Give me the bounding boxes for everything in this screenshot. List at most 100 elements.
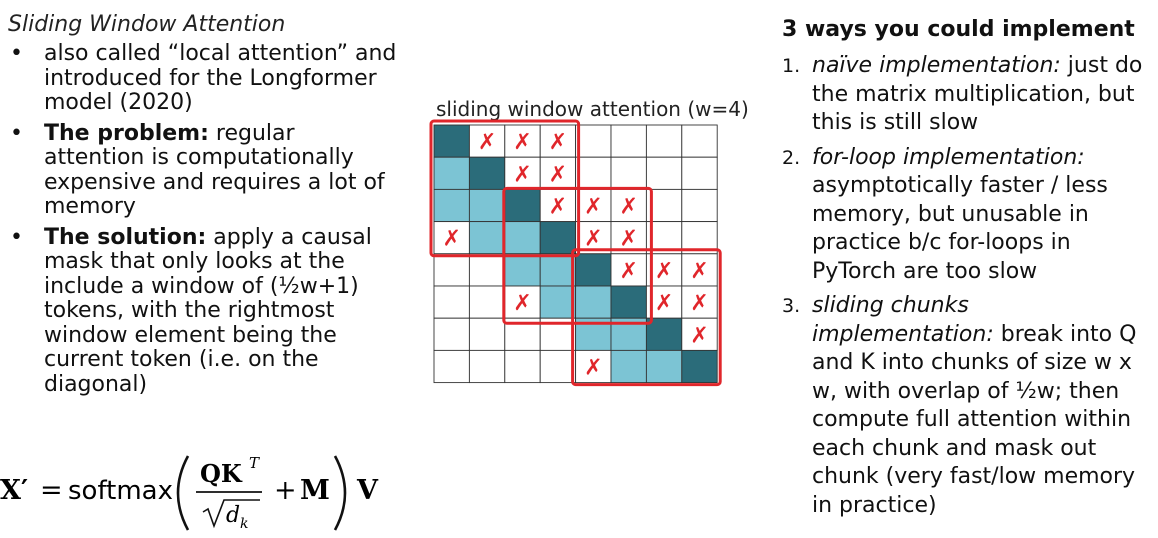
bullet-text: regular attention is computationally exp…	[44, 120, 385, 219]
chunk-box	[571, 248, 722, 387]
empty-cell	[433, 349, 470, 384]
formula-sqrt-sign	[202, 499, 260, 529]
implementation-item: 1. naïve implementation: just do the matr…	[782, 52, 1152, 138]
empty-cell	[645, 156, 683, 190]
masked-cross-mark: ✗	[690, 323, 708, 348]
empty-cell	[468, 317, 506, 351]
masked-cross-mark: ✗	[619, 259, 637, 284]
bullet-list: • also called “local attention” and intro…	[8, 41, 398, 403]
masked-cross-mark: ✗	[513, 291, 531, 316]
masked-cross-mark: ✗	[513, 130, 531, 155]
window-cell	[539, 253, 577, 287]
masked-cross-mark: ✗	[690, 259, 708, 284]
empty-cell	[575, 349, 612, 384]
item-text: just do the matrix multiplication, but t…	[812, 53, 1143, 135]
diagonal-cell	[645, 317, 683, 351]
formula-denominator-subscript: k	[240, 516, 248, 532]
slide-section-title: Sliding Window Attention	[8, 12, 286, 37]
item-number: 3.	[782, 295, 801, 317]
empty-cell	[433, 253, 470, 287]
window-cell	[645, 349, 683, 384]
masked-cross-mark: ✗	[584, 356, 602, 381]
bullet-item: • The solution: apply a causal mask that …	[8, 224, 398, 398]
chunk-box	[502, 186, 653, 325]
masked-cross-mark: ✗	[478, 130, 496, 155]
masked-cross-mark: ✗	[584, 195, 602, 220]
bullet-text: also called “local attention” and introd…	[44, 41, 397, 115]
empty-cell	[610, 253, 647, 287]
diagonal-cell	[433, 124, 470, 158]
formula-plus: +	[274, 475, 297, 506]
bullet-bold-lead: The problem:	[44, 120, 209, 146]
empty-cell	[681, 253, 718, 287]
empty-cell	[681, 285, 718, 319]
bullet-item: • The problem: regular attention is compu…	[8, 120, 398, 220]
item-text: asymptotically faster / less memory, but…	[812, 173, 1108, 284]
diagonal-cell	[575, 253, 612, 287]
formula-value: V	[356, 475, 379, 506]
empty-cell	[681, 317, 718, 351]
empty-cell	[681, 188, 718, 223]
item-italic-lead: naïve implementation:	[812, 53, 1061, 78]
implementation-item: 2. for-loop implementation: asymptoticall…	[782, 144, 1152, 287]
window-cell	[504, 253, 541, 287]
masked-cross-mark: ✗	[549, 162, 567, 187]
implementations-title: 3 ways you could implement	[782, 17, 1135, 42]
diagonal-cell	[468, 156, 506, 190]
bullet-bold-lead: The solution:	[44, 224, 207, 250]
masked-cross-mark: ✗	[655, 291, 673, 316]
item-italic-lead: sliding chunks implementation:	[812, 293, 994, 347]
empty-cell	[610, 124, 647, 158]
bullet-marker: •	[10, 41, 23, 66]
window-cell	[504, 221, 541, 255]
item-number: 2.	[782, 146, 801, 169]
formula-softmax: softmax	[68, 476, 173, 506]
window-cell	[575, 285, 612, 319]
empty-cell	[681, 156, 718, 190]
empty-cell	[433, 285, 470, 319]
empty-cell	[468, 253, 506, 287]
masked-cross-mark: ✗	[549, 195, 567, 220]
diagonal-cell	[681, 349, 718, 384]
formula-numerator: QK	[200, 459, 243, 488]
masked-cross-mark: ✗	[690, 291, 708, 316]
empty-cell	[433, 317, 470, 351]
masked-cross-mark: ✗	[619, 195, 637, 220]
formula-mask: M	[300, 475, 330, 506]
masked-cross-mark: ✗	[619, 227, 637, 252]
empty-cell	[539, 124, 577, 158]
formula-lhs: X′	[0, 475, 28, 506]
window-cell	[468, 221, 506, 255]
formula-denominator: d	[226, 503, 240, 528]
window-cell	[433, 188, 470, 223]
diagonal-cell	[610, 285, 647, 319]
empty-cell	[645, 124, 683, 158]
window-cell	[433, 156, 470, 190]
masked-cross-mark: ✗	[584, 227, 602, 252]
empty-cell	[504, 349, 541, 384]
masked-cross-mark: ✗	[442, 227, 460, 252]
implementations-list: 1. naïve implementation: just do the matr…	[782, 52, 1152, 526]
empty-cell	[539, 349, 577, 384]
diagonal-cell	[539, 221, 577, 255]
bullet-text: apply a causal mask that only looks at t…	[44, 224, 372, 397]
empty-cell	[575, 156, 612, 190]
formula-equals: =	[40, 475, 63, 506]
bullet-marker: •	[10, 120, 23, 146]
formula-right-paren	[333, 455, 347, 531]
empty-cell	[468, 124, 506, 158]
masked-cross-mark: ✗	[655, 259, 673, 284]
window-cell	[539, 285, 577, 319]
masked-cross-mark: ✗	[513, 162, 531, 187]
empty-cell	[468, 285, 506, 319]
diagonal-cell	[504, 188, 541, 223]
item-italic-lead: for-loop implementation:	[812, 144, 1085, 170]
item-text: break into Q and K into chunks of size w…	[812, 321, 1137, 518]
empty-cell	[610, 188, 647, 223]
item-number: 1.	[782, 55, 801, 77]
sliding-window-attention-diagram: ✗✗✗✗✗✗✗✗✗✗✗✗✗✗✗✗✗✗✗	[429, 119, 722, 387]
empty-cell	[610, 156, 647, 190]
attention-formula: X′ = softmax QK T d k + M V	[0, 454, 379, 532]
formula-superscript: T	[249, 454, 260, 472]
bullet-marker: •	[10, 224, 23, 250]
